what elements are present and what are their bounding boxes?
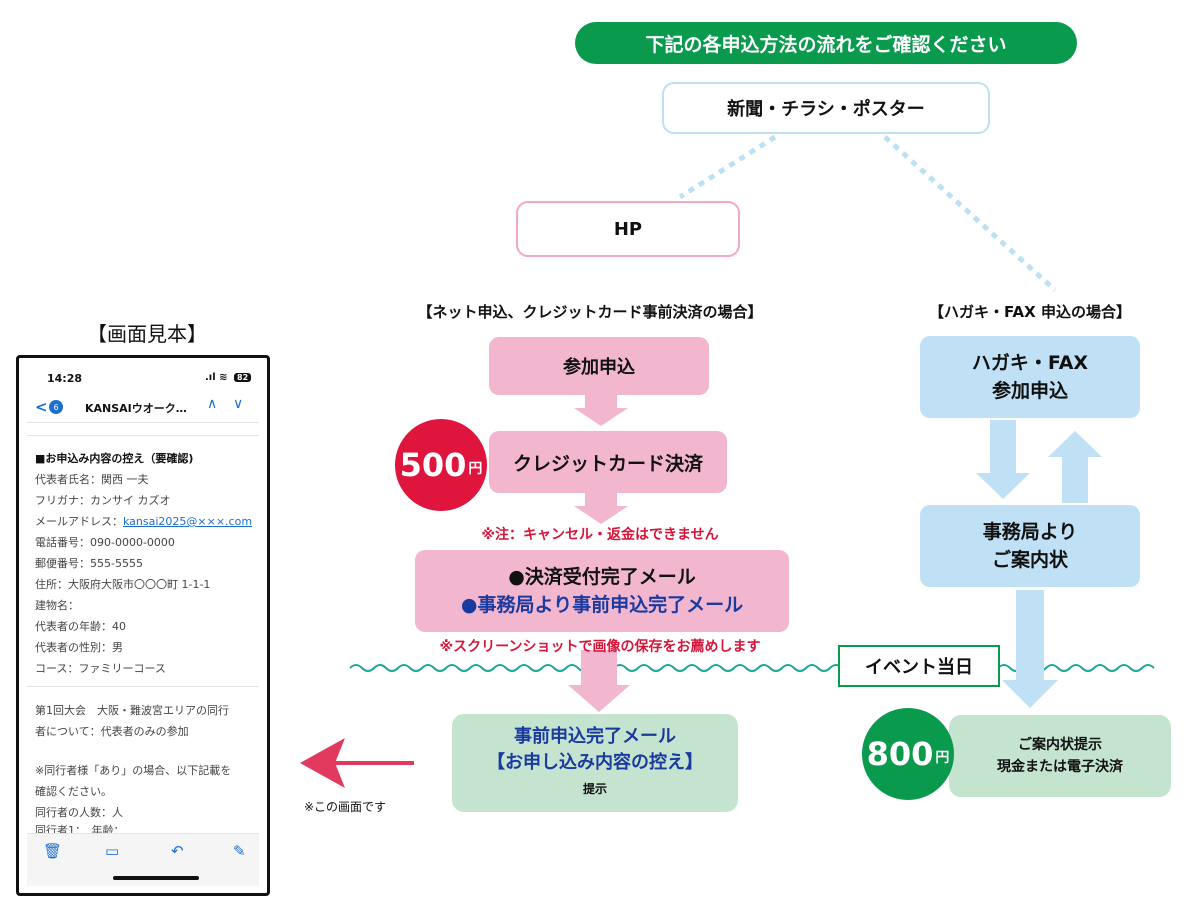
- arrow-down-fax: [976, 420, 1030, 499]
- source-box: 新聞・チラシ・ポスター: [662, 82, 990, 134]
- phone-status: .ıl ≋ 82: [205, 372, 252, 383]
- arrow-down-1: [574, 395, 628, 426]
- divider: [27, 686, 259, 687]
- mail-line: 確認ください。: [35, 785, 112, 798]
- chevron-down-icon[interactable]: ∨: [233, 396, 244, 412]
- note-cancel: ※注：キャンセル・返金はできません: [481, 527, 719, 543]
- net-apply-box: 参加申込: [489, 337, 709, 395]
- battery-icon: 82: [234, 373, 252, 382]
- price-800-unit: 円: [935, 750, 950, 766]
- phone-time: 14:28: [47, 372, 83, 385]
- chevron-up-icon[interactable]: ∧: [207, 396, 218, 412]
- mail-line: 代表者の性別：男: [35, 641, 123, 654]
- section-title-fax: 【ハガキ・FAX 申込の場合】: [929, 303, 1131, 321]
- mail-line: 住所：大阪府大阪市〇〇〇町 1-1-1: [35, 578, 211, 591]
- completion-mail-box: ●決済受付完了メール ●事務局より事前申込完了メール: [415, 550, 789, 632]
- prior-mail-line1: 事前申込完了メール: [514, 726, 676, 747]
- mail-subject: KANSAIウオーク…: [85, 402, 187, 415]
- prior-mail-line2: 【お申し込み内容の控え】: [487, 752, 703, 773]
- email-link[interactable]: kansai2025@×××.com: [123, 515, 253, 528]
- completion-mail-line1: ●決済受付完了メール: [508, 566, 696, 588]
- mail-line: 代表者の年齢：40: [35, 620, 126, 633]
- mail-line-email: メールアドレス：kansai2025@×××.com: [35, 513, 252, 529]
- email-label: メールアドレス：: [35, 515, 123, 528]
- mail-line: コース：ファミリーコース: [35, 662, 166, 675]
- back-chevron-icon[interactable]: <: [35, 398, 48, 416]
- screen-sample-label: 【画面見本】: [87, 322, 207, 346]
- divider: [27, 435, 259, 436]
- fax-apply-line1: ハガキ・FAX: [971, 352, 1089, 374]
- note-screenshot: ※スクリーンショットで画像の保存をお薦めします: [439, 639, 761, 655]
- mail-line: 代表者氏名：関西 一夫: [35, 473, 149, 486]
- price-500-unit: 円: [468, 461, 483, 477]
- mail-line: フリガナ：カンサイ カズオ: [35, 494, 171, 507]
- arrow-up-fax: [1048, 431, 1102, 503]
- office-guide-line2: ご案内状: [991, 549, 1068, 571]
- screen-caption: ※この画面です: [304, 800, 387, 814]
- arrow-down-2: [574, 493, 628, 524]
- arrow-down-3: [568, 650, 630, 712]
- prior-mail-box: 事前申込完了メール 【お申し込み内容の控え】 提示: [452, 714, 738, 812]
- hp-box: HP: [516, 201, 740, 257]
- prior-mail-line3: 提示: [582, 782, 607, 796]
- guide-present-box: ご案内状提示 現金または電子決済: [949, 715, 1171, 797]
- arrow-left-head: [300, 738, 345, 788]
- mail-line: 同行者の人数：人: [35, 806, 123, 819]
- office-guide-box: 事務局より ご案内状: [920, 505, 1140, 587]
- price-500-value: 500: [399, 446, 467, 484]
- arrow-down-guide: [1002, 590, 1058, 708]
- signal-icon: .ıl: [205, 372, 216, 383]
- guide-present-line1: ご案内状提示: [1018, 737, 1102, 753]
- trash-icon[interactable]: 🗑: [43, 842, 63, 860]
- section-title-net: 【ネット申込、クレジットカード事前決済の場合】: [417, 303, 763, 321]
- mail-line: ■お申込み内容の控え（要確認): [35, 452, 194, 465]
- connector-src-to-fax: [883, 135, 1057, 292]
- mail-line: 者について：代表者のみの参加: [35, 725, 189, 738]
- mail-toolbar: 🗑 ▭ ↶ ✎: [27, 833, 259, 886]
- back-badge: 6: [49, 400, 63, 414]
- mail-line: 電話番号：090-0000-0000: [35, 536, 175, 549]
- divider: [27, 422, 259, 423]
- folder-icon[interactable]: ▭: [105, 842, 120, 860]
- reply-icon[interactable]: ↶: [171, 842, 184, 860]
- compose-icon[interactable]: ✎: [233, 842, 246, 860]
- fax-apply-line2: 参加申込: [991, 380, 1068, 402]
- office-guide-line1: 事務局より: [982, 521, 1078, 543]
- credit-payment-box: クレジットカード決済: [489, 431, 727, 493]
- guide-present-line2: 現金または電子決済: [997, 759, 1123, 775]
- connector-src-to-hp: [678, 134, 777, 200]
- event-day-label: イベント当日: [838, 645, 1000, 687]
- mail-line: 郵便番号：555-5555: [35, 557, 143, 570]
- home-indicator: [113, 876, 199, 880]
- fax-apply-box: ハガキ・FAX 参加申込: [920, 336, 1140, 418]
- completion-mail-line2: ●事務局より事前申込完了メール: [460, 594, 744, 616]
- price-800-value: 800: [866, 735, 934, 773]
- wifi-icon: ≋: [219, 372, 228, 383]
- instruction-banner: 下記の各申込方法の流れをご確認ください: [575, 22, 1077, 64]
- mail-line: 建物名：: [35, 599, 79, 612]
- phone-screenshot: 14:28 .ıl ≋ 82 < 6 KANSAIウオーク… ∧ ∨ ■お申込み…: [16, 355, 270, 896]
- mail-line: ※同行者様「あり」の場合、以下記載を: [35, 764, 232, 777]
- mail-line: 第1回大会 大阪・難波宮エリアの同行: [35, 704, 229, 717]
